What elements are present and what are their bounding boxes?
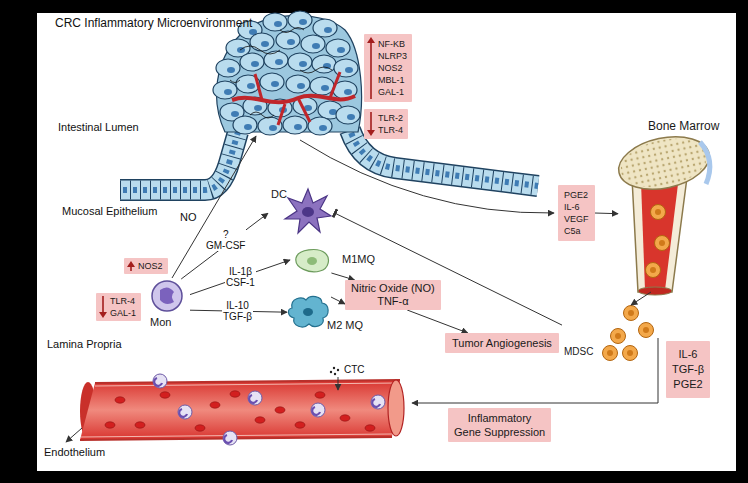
text-line: IL-1β: [226, 266, 255, 277]
box-text: TLR-2 TLR-4: [378, 112, 403, 136]
immune-cells: [152, 189, 331, 327]
arrow-connector: [331, 273, 354, 280]
text-line: VEGF: [564, 213, 589, 225]
edge-label: ? GM-CSF: [205, 229, 246, 251]
text-line: CSF-1: [226, 277, 255, 288]
cell-label: Mon: [150, 316, 171, 329]
edge-label: IL-1β CSF-1: [225, 266, 256, 288]
bone: [614, 129, 714, 295]
text-line: TNF-α: [351, 295, 435, 308]
arrow-connector: [331, 297, 345, 304]
text-line: Inflammatory: [454, 411, 545, 425]
text-line: TLR-4: [110, 295, 136, 307]
text-line: IL-10: [223, 300, 252, 311]
edge-label: IL-10 TGF-β: [222, 300, 253, 322]
cell-node: MDSC: [562, 305, 654, 372]
box-text: Nitric Oxide (NO) TNF-α: [351, 282, 435, 308]
inhibition-connector: [335, 213, 562, 325]
cell-node: DC: [268, 185, 335, 232]
text-line: Nitric Oxide (NO): [351, 282, 435, 295]
wires: [66, 136, 658, 442]
marker-box: TLR-2 TLR-4: [364, 109, 408, 139]
cell-label: Bone Marrow: [648, 120, 719, 134]
up-arrow-icon: [367, 37, 375, 99]
panel: [37, 13, 736, 471]
marker-box: Nitric Oxide (NO) TNF-α: [345, 280, 441, 310]
down-arrow-icon: [99, 296, 107, 318]
marker-box: TLR-4 GAL-1: [96, 293, 141, 321]
text-line: TGF-β: [223, 311, 252, 322]
arrow-connector: [407, 310, 468, 333]
marker-box: IL-6 TGF-β PGE2: [666, 341, 710, 398]
marker-box: NF-KB NLRP3 NOS2 MBL-1 GAL-1: [364, 34, 412, 102]
text-line: TGF-β: [672, 362, 704, 377]
blood-vessel: [80, 374, 404, 445]
region-label: CTC: [344, 364, 365, 375]
box-text: TLR-4 GAL-1: [110, 295, 136, 319]
cell-node: M1MQ: [290, 247, 382, 273]
text-line: GAL-1: [378, 86, 407, 98]
down-arrow-icon: [367, 112, 375, 136]
box-text: IL-6 TGF-β PGE2: [672, 347, 704, 392]
box-text: PGE2 IL-6 VEGF C5a: [564, 189, 589, 237]
box-text: Tumor Angiogenesis: [452, 336, 552, 350]
text-line: MBL-1: [378, 74, 407, 86]
text-line: NOS2: [378, 62, 407, 74]
diagram-title: CRC Inflammatory Microenvironment: [55, 16, 252, 30]
text-line: PGE2: [564, 189, 589, 201]
text-line: NF-KB: [378, 38, 407, 50]
text-line: TLR-2: [378, 112, 403, 124]
up-arrow-icon: [127, 261, 135, 271]
cell-node: Bone Marrow: [618, 118, 728, 292]
cell-node: Mon: [146, 279, 190, 331]
text-line: C5a: [564, 225, 589, 237]
box-text: Inflammatory Gene Suppression: [454, 411, 545, 439]
marker-box: PGE2 IL-6 VEGF C5a: [558, 185, 595, 241]
arrow-connector: [190, 260, 290, 295]
text-line: NLRP3: [378, 50, 407, 62]
cell-label: M1MQ: [342, 253, 375, 266]
cell-label: M2 MQ: [327, 319, 363, 332]
region-label: Lamina Propria: [47, 338, 122, 350]
region-label: Mucosal Epithelium: [62, 205, 157, 217]
region-label: Endothelium: [44, 446, 105, 458]
arrow-connector: [595, 213, 619, 215]
box-text: NF-KB NLRP3 NOS2 MBL-1 GAL-1: [378, 38, 407, 98]
marker-box: Inflammatory Gene Suppression: [448, 408, 551, 442]
marker-box: NOS2: [124, 258, 168, 274]
mdsc-cells: [603, 306, 654, 361]
region-label: Intestinal Lumen: [58, 121, 139, 133]
epithelium: [120, 130, 538, 190]
ctc-dots: [330, 367, 339, 375]
box-text: NOS2: [138, 260, 163, 272]
text-line: IL-6: [672, 347, 704, 362]
arrow-connector: [631, 292, 651, 305]
text-line: GM-CSF: [206, 240, 245, 251]
cell-label: DC: [271, 188, 287, 201]
text-line: ?: [206, 229, 245, 240]
text-line: PGE2: [672, 377, 704, 392]
text-line: GAL-1: [110, 307, 136, 319]
text-line: Gene Suppression: [454, 425, 545, 439]
text-line: TLR-4: [378, 124, 403, 136]
cell-label: MDSC: [564, 346, 593, 358]
region-label: NO: [180, 211, 197, 223]
marker-box: Tumor Angiogenesis: [445, 333, 559, 353]
text-line: IL-6: [564, 201, 589, 213]
